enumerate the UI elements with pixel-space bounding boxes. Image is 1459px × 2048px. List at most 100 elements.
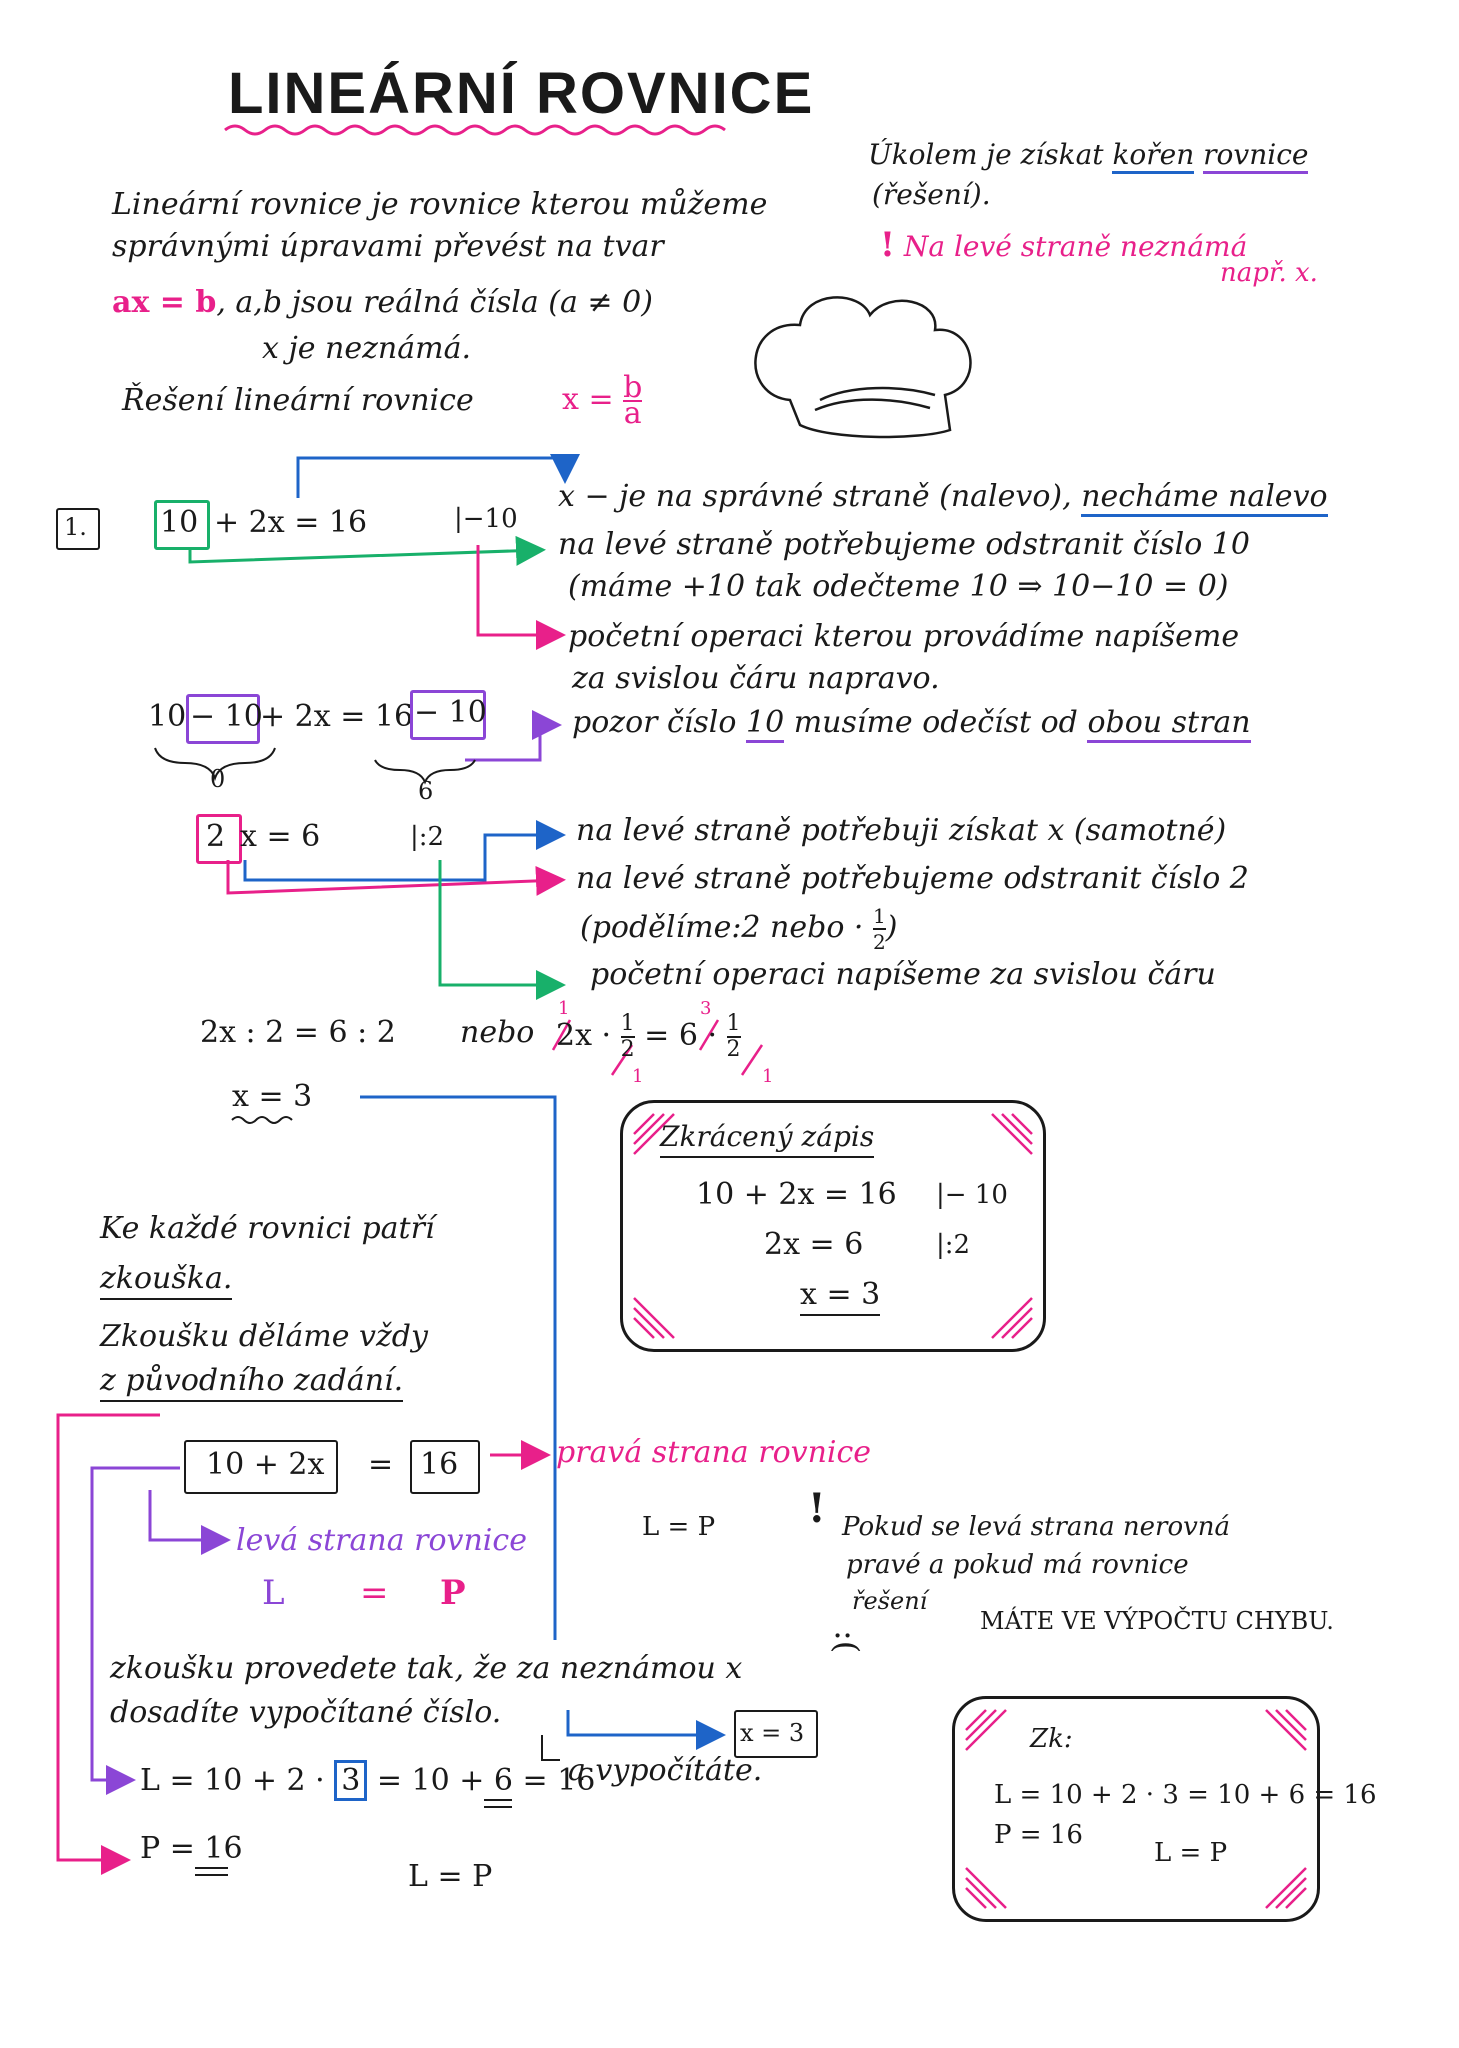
eq3-rest: x = 6 bbox=[240, 819, 321, 854]
cancel-1c: 1 bbox=[762, 1066, 774, 1087]
note-2: na levé straně potřebujeme odstranit čís… bbox=[558, 527, 1250, 562]
warn-line-2: pravé a pokud má rovnice bbox=[846, 1550, 1189, 1580]
eq-letter: = bbox=[360, 1573, 389, 1613]
check-card-row-3: L = P bbox=[1154, 1838, 1228, 1868]
intro-line-1: Lineární rovnice je rovnice kterou můžem… bbox=[112, 187, 768, 222]
purple-box-1 bbox=[186, 694, 260, 744]
check-card-title: Zk: bbox=[1030, 1724, 1073, 1754]
intro-params: , a,b jsou reálná čísla (a ≠ 0) bbox=[216, 285, 653, 320]
note-7: na levé straně potřebuji získat x (samot… bbox=[576, 813, 1227, 848]
lhs-box bbox=[184, 1440, 338, 1494]
solution-label: Řešení lineární rovnice bbox=[122, 383, 474, 418]
note-3: (máme +10 tak odečteme 10 ⇒ 10−10 = 0) bbox=[568, 569, 1229, 604]
solution-lhs: x = bbox=[562, 382, 614, 417]
eq2-boxed-2: − 10 bbox=[414, 695, 487, 730]
check-eq: = bbox=[368, 1447, 394, 1482]
substituted-value-box: 3 bbox=[334, 1760, 368, 1801]
cancel-3: 3 bbox=[700, 998, 712, 1019]
intro-line-3: ax = b, a,b jsou reálná čísla (a ≠ 0) bbox=[112, 284, 653, 322]
solution-fraction: b a bbox=[623, 370, 643, 431]
goal-warning-2: např. x. bbox=[1220, 258, 1318, 288]
corner-decoration-icon bbox=[1265, 1709, 1307, 1751]
root-word: kořen bbox=[1112, 138, 1195, 174]
note-6: pozor číslo 10 musíme odečíst od obou st… bbox=[572, 704, 1251, 743]
page-title: LINEÁRNÍ ROVNICE bbox=[228, 61, 815, 126]
corner-decoration-icon bbox=[991, 1297, 1033, 1339]
eq3-op: |:2 bbox=[410, 822, 445, 852]
corner-decoration-icon bbox=[633, 1297, 675, 1339]
cancel-1b: 1 bbox=[632, 1066, 644, 1087]
eq2-under-2: 6 bbox=[418, 777, 434, 805]
pink-box bbox=[196, 814, 242, 864]
corner-decoration-icon bbox=[1265, 1867, 1307, 1909]
check-card bbox=[952, 1696, 1320, 1922]
corner-decoration-icon bbox=[991, 1113, 1033, 1155]
do-line-1: zkoušku provedete tak, že za neznámou x bbox=[110, 1651, 743, 1686]
warn-line-4: MÁTE VE VÝPOČTU CHYBU. bbox=[980, 1607, 1334, 1635]
right-side-label: pravá strana rovnice bbox=[556, 1435, 872, 1470]
check-card-row-2: P = 16 bbox=[994, 1820, 1083, 1850]
P-line: P = 16 bbox=[140, 1831, 243, 1866]
short-row-3: x = 3 bbox=[800, 1276, 881, 1316]
note-8: na levé straně potřebujeme odstranit čís… bbox=[576, 861, 1249, 896]
eq3-boxed: 2 bbox=[206, 819, 226, 854]
corner-decoration-icon bbox=[633, 1113, 675, 1155]
P-letter: P bbox=[440, 1573, 466, 1613]
solution-formula: x = b a bbox=[562, 370, 643, 431]
short-notation-card bbox=[620, 1100, 1046, 1352]
short-row-2: 2x = 6 bbox=[764, 1227, 864, 1262]
corner-decoration-icon bbox=[965, 1867, 1007, 1909]
eq1-boxed: 10 bbox=[160, 505, 199, 540]
short-row-1: 10 + 2x = 16 bbox=[696, 1177, 897, 1212]
check-line-2: zkouška. bbox=[100, 1260, 233, 1300]
do-line-3: a vypočítáte. bbox=[568, 1753, 763, 1788]
eq1-rest: + 2x = 16 bbox=[214, 505, 368, 540]
left-side-label: levá strana rovnice bbox=[236, 1523, 527, 1558]
fraction-denominator: a bbox=[623, 396, 642, 431]
eq2-mid: + 2x = 16 bbox=[260, 699, 414, 734]
eq2-left: 10 bbox=[148, 699, 187, 734]
check-line-1: Ke každé rovnici patří bbox=[100, 1211, 435, 1246]
cancel-1a: 1 bbox=[558, 998, 570, 1019]
result: x = 3 bbox=[232, 1079, 313, 1114]
short-row-2-op: |:2 bbox=[936, 1230, 971, 1260]
warning-exclamation-icon: ! bbox=[808, 1485, 826, 1532]
example-number-box bbox=[56, 508, 100, 550]
short-row-1-op: |− 10 bbox=[936, 1180, 1008, 1210]
rhs-box bbox=[410, 1440, 480, 1494]
short-card-title: Zkrácený zápis bbox=[660, 1118, 875, 1158]
lp-mid: L = P bbox=[642, 1512, 716, 1542]
x-value: x = 3 bbox=[740, 1719, 805, 1747]
check-rhs: 16 bbox=[420, 1447, 459, 1482]
check-lhs: 10 + 2x bbox=[206, 1447, 325, 1482]
eq2-boxed-1: − 10 bbox=[190, 699, 263, 734]
note-5: za svislou čáru napravo. bbox=[572, 661, 940, 696]
note-10: početní operaci napíšeme za svislou čáru bbox=[590, 957, 1216, 992]
fraction-numerator: b bbox=[623, 370, 643, 405]
note-4: početní operaci kterou provádíme napíšem… bbox=[568, 619, 1240, 654]
warn-line-3: řešení bbox=[852, 1587, 928, 1615]
L-line: L = 10 + 2 · 3 = 10 + 6 = 16 bbox=[140, 1760, 595, 1801]
intro-line-4: x je neznámá. bbox=[262, 331, 472, 366]
L-letter: L bbox=[262, 1573, 285, 1613]
x-value-box bbox=[734, 1710, 818, 1758]
title-underline bbox=[224, 124, 726, 136]
do-line-2: dosadíte vypočítané číslo. bbox=[110, 1695, 502, 1730]
corner-decoration-icon bbox=[965, 1709, 1007, 1751]
check-line-3: Zkoušku děláme vždy bbox=[100, 1319, 428, 1354]
note-1: x − je na správné straně (nalevo), nechá… bbox=[558, 478, 1328, 517]
exclamation-icon: ! bbox=[880, 225, 895, 265]
example-number: 1. bbox=[64, 513, 87, 541]
eq4: 2x : 2 = 6 : 2 bbox=[200, 1015, 396, 1050]
goal-line-2: (řešení). bbox=[872, 178, 991, 211]
sad-face-icon: :( bbox=[828, 1630, 866, 1654]
warn-line-1: Pokud se levá strana nerovná bbox=[842, 1512, 1231, 1542]
goal-line-1: Úkolem je získat kořen rovnice bbox=[868, 136, 1309, 174]
purple-box-2 bbox=[410, 690, 486, 740]
green-box bbox=[154, 500, 210, 550]
equation-word: rovnice bbox=[1203, 138, 1309, 174]
